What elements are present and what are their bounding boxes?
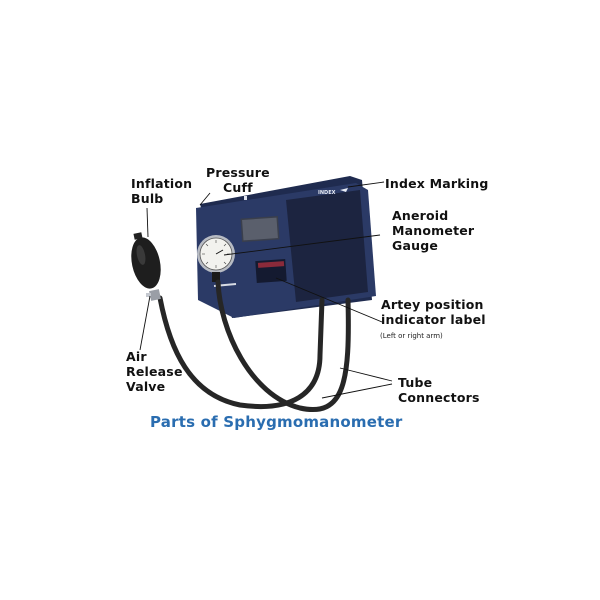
label-text: Release <box>126 364 183 379</box>
air-release-valve-shape <box>149 289 161 301</box>
cuff-velcro-panel <box>286 190 368 302</box>
label-inflation-bulb: Inflation Bulb <box>131 176 192 206</box>
label-text: Manometer <box>392 223 475 238</box>
label-text: Index Marking <box>385 176 489 191</box>
label-tube-connectors: Tube Connectors <box>398 375 480 405</box>
label-aneroid-gauge: Aneroid Manometer Gauge <box>392 208 474 253</box>
label-text: Tube <box>398 375 433 390</box>
index-mark-text: INDEX <box>318 190 336 196</box>
label-index-marking: Index Marking <box>385 176 488 191</box>
label-air-release-valve: Air Release Valve <box>126 349 183 394</box>
label-text: Gauge <box>392 238 439 253</box>
label-text: Pressure <box>206 165 270 180</box>
label-text: Aneroid <box>392 208 449 223</box>
label-text: Cuff <box>223 180 253 195</box>
label-text: Valve <box>126 379 166 394</box>
artery-label-note: (Left or right arm) <box>380 332 443 340</box>
label-text: Artey position <box>381 297 484 312</box>
label-text: Connectors <box>398 390 480 405</box>
diagram-title: Parts of Sphygmomanometer <box>150 413 403 431</box>
label-text: Inflation <box>131 176 193 191</box>
label-text: Air <box>126 349 147 364</box>
cuff-pocket <box>240 215 280 243</box>
label-text: indicator label <box>381 312 486 327</box>
label-pressure-cuff: Pressure Cuff <box>206 165 270 195</box>
label-artery-indicator: Artey position indicator label <box>381 297 486 327</box>
inflation-bulb-shape <box>131 237 161 289</box>
label-text: Bulb <box>131 191 164 206</box>
leader-lines <box>139 181 393 399</box>
rubber-tubing <box>157 279 351 412</box>
